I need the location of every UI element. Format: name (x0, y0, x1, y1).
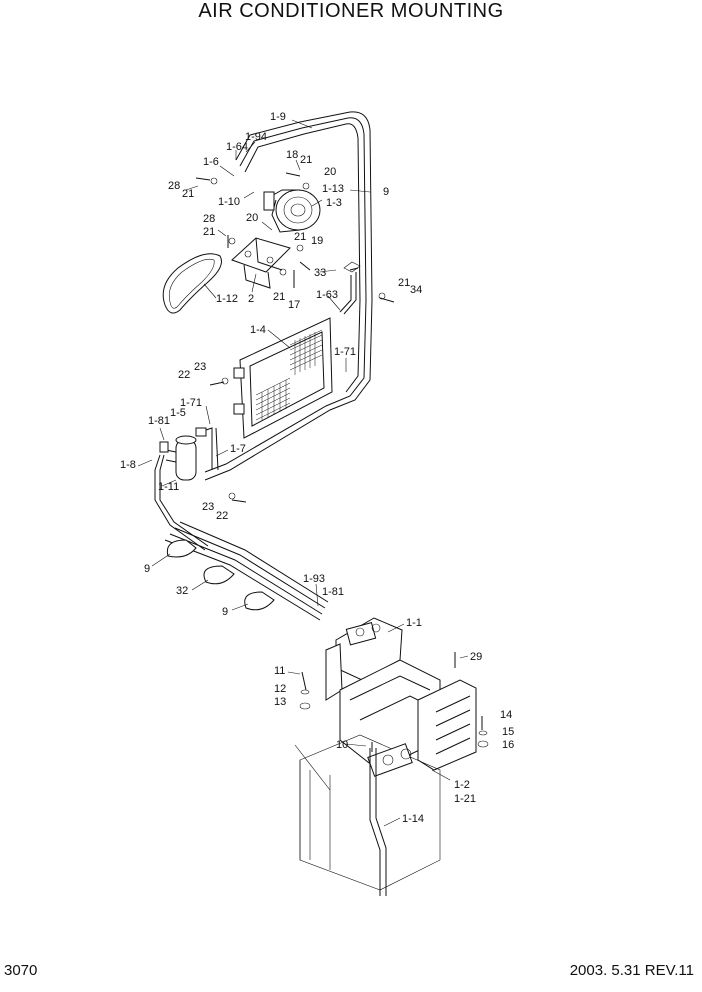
callout: 23 (194, 361, 206, 373)
page-title: AIR CONDITIONER MOUNTING (198, 0, 504, 22)
bracket-2 (231, 237, 291, 289)
callout: 28 (168, 180, 180, 192)
callout: 1-2 (454, 779, 470, 791)
compressor-1-3 (263, 189, 321, 233)
callout: 1-94 (245, 131, 267, 143)
callout: 34 (410, 284, 422, 296)
callout: 14 (500, 709, 512, 721)
callout: 33 (314, 267, 326, 279)
callout: 1-71 (180, 397, 202, 409)
leader-lines (137, 119, 469, 827)
callout: 1-1 (406, 617, 422, 629)
callout: 9 (222, 606, 228, 618)
callout: 19 (311, 235, 323, 247)
callout: 28 (203, 213, 215, 225)
callout: 1-81 (148, 415, 170, 427)
page-number: 3070 (4, 962, 38, 979)
callout: 16 (502, 739, 514, 751)
callout: 1-8 (120, 459, 136, 471)
condenser-1-4 (233, 317, 333, 439)
callout: 1-13 (322, 183, 344, 195)
callout: 1-3 (326, 197, 342, 209)
hose-1-9 (204, 111, 373, 481)
callout: 1-63 (316, 289, 338, 301)
callout: 22 (178, 369, 190, 381)
callout: 2 (248, 293, 254, 305)
callout: 12 (274, 683, 286, 695)
callout: 10 (336, 739, 348, 751)
callout: 20 (246, 212, 258, 224)
callout: 21 (300, 154, 312, 166)
hardware (195, 172, 489, 752)
callout: 22 (216, 510, 228, 522)
revision-date: 2003. 5.31 REV.11 (569, 962, 694, 979)
callout: 1-71 (334, 346, 356, 358)
callout: 1-14 (402, 813, 424, 825)
callout: 29 (470, 651, 482, 663)
callout: 21 (182, 188, 194, 200)
ac-unit-1-1 (325, 617, 477, 771)
callout: 20 (324, 166, 336, 178)
callout: 1-6 (203, 156, 219, 168)
callout: 21 (273, 291, 285, 303)
callout: 1-64 (226, 141, 248, 153)
callout: 13 (274, 696, 286, 708)
callout: 1-4 (250, 324, 266, 336)
callout: 1-93 (303, 573, 325, 585)
callout: 1-21 (454, 793, 476, 805)
callout: 1-5 (170, 407, 186, 419)
callout-labels: 1-9 1-94 1-64 18 21 20 1-6 28 21 1-10 1-… (120, 111, 514, 825)
callout: 21 (294, 231, 306, 243)
callout: 17 (288, 299, 300, 311)
receiver-drier-1-11 (159, 427, 207, 481)
callout: 21 (203, 226, 215, 238)
callout: 11 (274, 665, 285, 677)
callout: 1-81 (322, 586, 344, 598)
callout: 1-12 (216, 293, 238, 305)
belt-1-12 (162, 253, 222, 314)
callout: 15 (502, 726, 514, 738)
drain-hose-1-14 (369, 748, 381, 896)
callout: 21 (398, 277, 410, 289)
callout: 9 (144, 563, 150, 575)
callout: 18 (286, 149, 298, 161)
callout: 1-10 (218, 196, 240, 208)
lower-hoses (164, 521, 329, 621)
callout: 23 (202, 501, 214, 513)
callout: 9 (383, 186, 389, 198)
callout: 1-11 (158, 481, 179, 493)
callout: 1-7 (230, 443, 246, 455)
callout: 1-9 (270, 111, 286, 123)
machine-frame (294, 734, 441, 891)
callout: 32 (176, 585, 188, 597)
